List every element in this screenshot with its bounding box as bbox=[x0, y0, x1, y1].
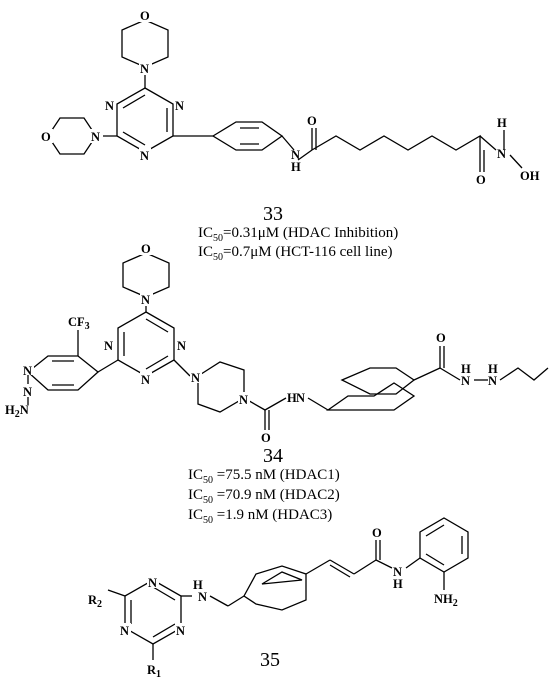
compound-33-ic50-line-1: IC50=0.31μM (HDAC Inhibition) bbox=[198, 225, 398, 244]
atom-label: N bbox=[497, 147, 506, 161]
atom-label: N bbox=[141, 293, 150, 307]
atom-label: H bbox=[193, 578, 203, 592]
atom-label: R2 bbox=[88, 593, 102, 610]
atom-label: N bbox=[461, 374, 470, 388]
atom-label: N bbox=[488, 374, 497, 388]
atom-label: N bbox=[291, 148, 300, 162]
atom-label: N bbox=[23, 364, 32, 378]
atom-label: N bbox=[120, 624, 129, 638]
atom-label: N bbox=[176, 624, 185, 638]
atom-label: O bbox=[476, 173, 486, 187]
compound-33-structure bbox=[47, 19, 523, 172]
atom-label: N bbox=[104, 339, 113, 353]
atom-label: O bbox=[41, 130, 51, 144]
atom-label: O bbox=[436, 331, 446, 345]
atom-label: N bbox=[191, 371, 200, 385]
atom-label: N bbox=[393, 565, 402, 579]
atom-label: N bbox=[239, 393, 248, 407]
atom-label: N bbox=[175, 99, 184, 113]
atom-label: N bbox=[141, 373, 150, 387]
compound-34-number: 34 bbox=[263, 445, 283, 467]
atom-label: N bbox=[91, 130, 100, 144]
compound-35-structure bbox=[107, 517, 469, 660]
compound-33-atom-labels: O N N N N N O N H O O H N OH bbox=[40, 8, 540, 187]
atom-label: O bbox=[140, 9, 150, 23]
compound-35-atom-labels: R2 N N N R1 H N O N H NH2 bbox=[88, 526, 458, 680]
atom-label: N bbox=[198, 590, 207, 604]
atom-label: N bbox=[140, 62, 149, 76]
atom-label: O bbox=[307, 114, 317, 128]
atom-label: H2N bbox=[5, 403, 29, 420]
compound-34-ic50-line-2: IC50 =70.9 nM (HDAC2) bbox=[188, 487, 340, 506]
atom-label: H bbox=[291, 160, 301, 174]
atom-label: H bbox=[488, 362, 498, 376]
atom-label: OH bbox=[520, 169, 540, 183]
atom-label: N bbox=[23, 385, 32, 399]
compound-33-ic50-line-2: IC50=0.7μM (HCT-116 cell line) bbox=[198, 244, 393, 263]
atom-label: H bbox=[497, 116, 507, 130]
atom-label: N bbox=[148, 576, 157, 590]
atom-label: N bbox=[140, 149, 149, 163]
atom-label: NH2 bbox=[434, 592, 458, 609]
compound-33-number: 33 bbox=[263, 203, 283, 225]
atom-label: N bbox=[296, 391, 305, 405]
atom-label: O bbox=[141, 242, 151, 256]
compound-34-ic50-line-3: IC50 =1.9 nM (HDAC3) bbox=[188, 507, 332, 526]
atom-label: N bbox=[105, 99, 114, 113]
compound-34-atom-labels: O N N N N CF3 N N H2N N N O H N O N H N … bbox=[5, 242, 498, 445]
atom-label: CF3 bbox=[68, 315, 90, 332]
atom-label: N bbox=[177, 339, 186, 353]
compound-34-ic50-line-1: IC50 =75.5 nM (HDAC1) bbox=[188, 467, 340, 486]
atom-label: O bbox=[261, 431, 271, 445]
compound-35-number: 35 bbox=[260, 649, 280, 671]
atom-label: H bbox=[287, 391, 297, 405]
atom-label: H bbox=[393, 577, 403, 591]
atom-label: H bbox=[461, 362, 471, 376]
atom-label: R1 bbox=[147, 663, 161, 680]
atom-label: O bbox=[372, 526, 382, 540]
